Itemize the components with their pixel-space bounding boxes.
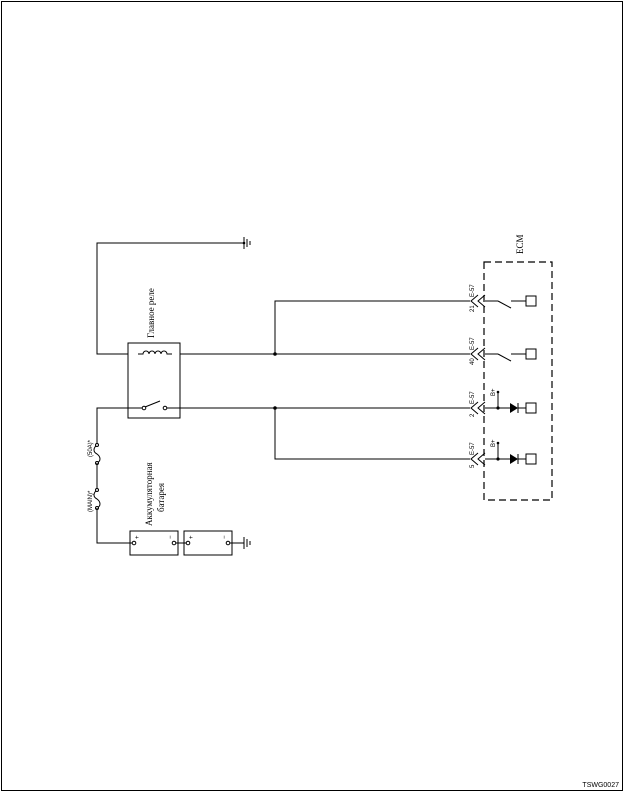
battery-label-line2: батарея	[156, 483, 166, 512]
ecm-box	[483, 261, 553, 501]
b-plus-label-pin2: B+	[491, 388, 497, 396]
fuse-main-label: (MAIN)*	[88, 490, 94, 512]
switch-to-ecm-wire	[180, 406, 470, 460]
battery-supply-wire	[93, 407, 134, 544]
connector-40-name: E-57	[470, 337, 476, 350]
coil-ground-wire	[96, 237, 251, 355]
main-relay-label: Главное реле	[146, 288, 156, 338]
battery	[129, 530, 251, 556]
fuse-50a-label: (50A)*	[88, 439, 94, 457]
connector-5-name: E-57	[470, 442, 476, 455]
connector-21-pin: 21	[470, 305, 476, 312]
battery1-plus: +	[135, 535, 141, 539]
connector-2-name: E-57	[470, 391, 476, 404]
connector-40-pin: 40	[470, 358, 476, 365]
battery2-minus: −	[222, 535, 228, 539]
connector-5-pin: 5	[470, 464, 476, 468]
battery-label-line1: Аккумуляторная	[144, 462, 154, 526]
main-relay	[127, 342, 181, 419]
battery1-minus: −	[168, 535, 174, 539]
ecm-connectors	[470, 294, 537, 466]
b-plus-label-pin5: B+	[491, 439, 497, 447]
battery2-plus: +	[189, 535, 195, 539]
drawing-code: TSWG0027	[582, 782, 619, 789]
coil-to-ecm-wire	[180, 300, 470, 356]
ecm-label: ECM	[515, 234, 525, 254]
connector-2-pin: 2	[470, 413, 476, 417]
connector-21-name: E-57	[470, 284, 476, 297]
